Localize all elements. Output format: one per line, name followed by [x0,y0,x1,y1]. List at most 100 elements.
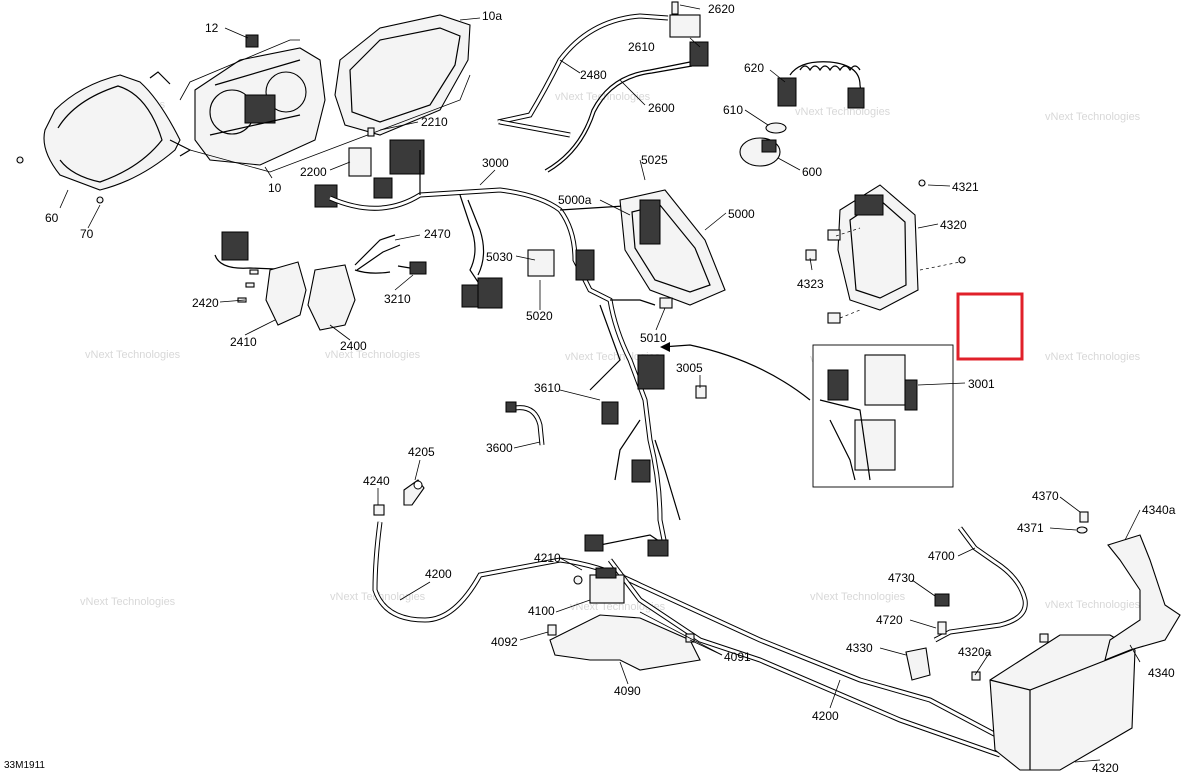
callout-4321: 4321 [952,180,979,194]
callout-10a: 10a [482,9,502,23]
callout-4200-a: 4200 [425,567,452,581]
callout-4700: 4700 [928,549,955,563]
watermark: vNext Technologies [80,596,176,608]
callout-4320-top: 4320 [940,218,967,232]
callout-610: 610 [723,103,743,117]
solenoid-group [547,567,701,671]
callout-4340a: 4340a [1142,503,1176,517]
callout-4323: 4323 [797,277,824,291]
callout-4320-bottom: 4320 [1092,761,1119,775]
relay-2610 [669,14,701,38]
sensor-3210 [409,261,427,275]
watermarks: vNext Technologies vNext Technologies vN… [70,91,1141,613]
callout-4370: 4370 [1032,489,1059,503]
cable-3600 [505,385,707,446]
battery-4320 [989,634,1136,771]
callout-12: 12 [205,21,219,35]
callout-5025: 5025 [641,153,668,167]
callout-4371: 4371 [1017,521,1044,535]
callout-4092: 4092 [491,635,518,649]
callout-4330: 4330 [846,641,873,655]
callout-4091: 4091 [724,650,751,664]
fuse-box-group [805,179,966,324]
connector-2210 [389,139,425,175]
callout-labels: 12 10a 10 60 70 2620 2610 2480 2600 620 … [45,2,1176,775]
battery-group [971,511,1181,771]
nut-4730 [934,593,950,607]
callout-2210: 2210 [421,115,448,129]
switch-group [214,231,427,331]
callout-4100: 4100 [528,604,555,618]
callout-4200-b: 4200 [812,709,839,723]
callout-2400: 2400 [340,339,367,353]
upper-harness [497,1,709,173]
leader-lines [59,4,1141,763]
callout-3600: 3600 [486,441,513,455]
callout-4090: 4090 [614,684,641,698]
callout-3210: 3210 [384,292,411,306]
bracket-4090 [549,614,701,671]
switch-2410 [265,261,307,326]
callout-2410: 2410 [230,335,257,349]
callout-5000a: 5000a [558,193,592,207]
callout-10: 10 [268,181,282,195]
callout-2470: 2470 [424,227,451,241]
callout-3610: 3610 [534,381,561,395]
drawing-code: 33M1911 [4,760,45,771]
callout-60: 60 [45,211,59,225]
callout-3005: 3005 [676,361,703,375]
callout-4320a: 4320a [958,645,992,659]
callout-3000: 3000 [482,156,509,170]
callout-600: 600 [802,165,822,179]
switch-2400 [307,264,356,331]
callout-70: 70 [80,227,94,241]
bracket-5020 [527,249,555,277]
callout-4210: 4210 [534,551,561,565]
plug-group-600 [739,61,865,167]
ecm-group [527,189,726,309]
watermark: vNext Technologies [1045,599,1141,611]
grommet-610 [765,122,787,134]
callout-5020: 5020 [526,309,553,323]
watermark: vNext Technologies [555,91,651,103]
callout-2200: 2200 [300,165,327,179]
battery-cables [372,479,1017,758]
main-harness [328,150,681,557]
watermark: vNext Technologies [1045,111,1141,123]
callout-2600: 2600 [648,101,675,115]
callout-5010: 5010 [640,331,667,345]
cluster-bezel [43,74,181,191]
callout-2610: 2610 [628,40,655,54]
fuse-3005 [695,385,707,399]
callout-4240: 4240 [363,474,390,488]
callout-2480: 2480 [580,68,607,82]
callout-5000: 5000 [728,207,755,221]
ecm-5000 [619,189,726,306]
watermark: vNext Technologies [325,349,421,361]
connector-group-2200 [314,127,425,208]
ground-cable [905,526,1028,681]
highlight-box [956,292,1024,361]
callout-4340: 4340 [1148,666,1175,680]
connector-12 [245,34,259,48]
plug-620 [777,77,797,107]
callout-2620: 2620 [708,2,735,16]
connector-left [221,231,249,261]
solenoid-4100 [589,574,625,604]
detail-3001 [660,342,954,488]
callout-5030: 5030 [486,250,513,264]
callout-4730: 4730 [888,571,915,585]
watermark: vNext Technologies [810,591,906,603]
cover-4330 [905,647,931,681]
callout-620: 620 [744,61,764,75]
watermark: vNext Technologies [1045,351,1141,363]
watermark: vNext Technologies [565,351,661,363]
instrument-cluster-group [16,14,481,204]
connector-2200 [348,147,372,177]
callout-4720: 4720 [876,613,903,627]
callout-4205: 4205 [408,445,435,459]
cluster-lens [334,14,471,136]
watermark: vNext Technologies [85,349,181,361]
bracket-4340 [1104,534,1181,661]
